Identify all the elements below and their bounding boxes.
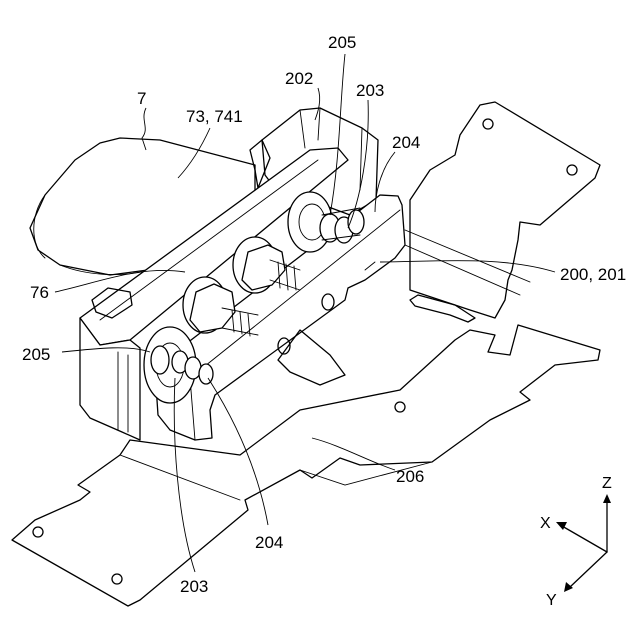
label-205-left: 205 <box>22 345 50 364</box>
label-73-741: 73, 741 <box>186 107 243 126</box>
label-203-bottom: 203 <box>180 577 208 596</box>
axis-y-label: Y <box>546 592 557 609</box>
label-205-top: 205 <box>328 33 356 52</box>
axis-z-label: Z <box>602 475 612 492</box>
label-206: 206 <box>396 467 424 486</box>
label-200-201: 200, 201 <box>560 265 626 284</box>
label-203-top: 203 <box>356 81 384 100</box>
label-204-top: 204 <box>392 133 420 152</box>
label-76: 76 <box>30 283 49 302</box>
axis-x-label: X <box>540 515 551 532</box>
right-flange-plate <box>405 102 600 322</box>
axis-triad: Z X Y <box>540 475 612 609</box>
label-7: 7 <box>137 89 146 108</box>
label-202: 202 <box>285 69 313 88</box>
label-204-bottom: 204 <box>255 533 283 552</box>
